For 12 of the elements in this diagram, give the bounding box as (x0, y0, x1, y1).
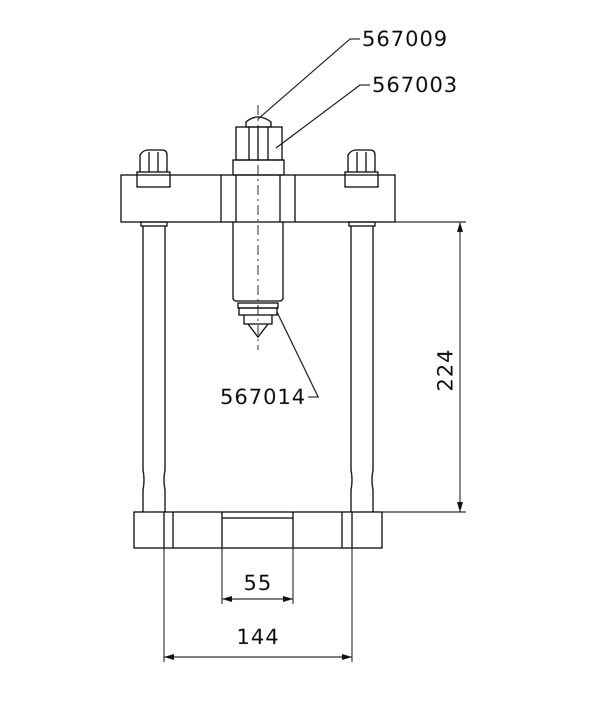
hex-nut-drawing (232, 126, 285, 176)
leader-line (276, 312, 320, 398)
callout-number: 567009 (362, 27, 448, 51)
cap-nut-drawing (245, 116, 272, 128)
dimension-label: 55 (244, 571, 272, 595)
tip-drawing (237, 302, 279, 338)
dimension-label: 144 (236, 625, 280, 649)
callout-number: 567014 (220, 385, 306, 409)
leader-line (258, 38, 360, 120)
leader-line (276, 84, 370, 148)
callout-number: 567003 (372, 73, 458, 97)
dimension-label: 224 (433, 348, 458, 392)
